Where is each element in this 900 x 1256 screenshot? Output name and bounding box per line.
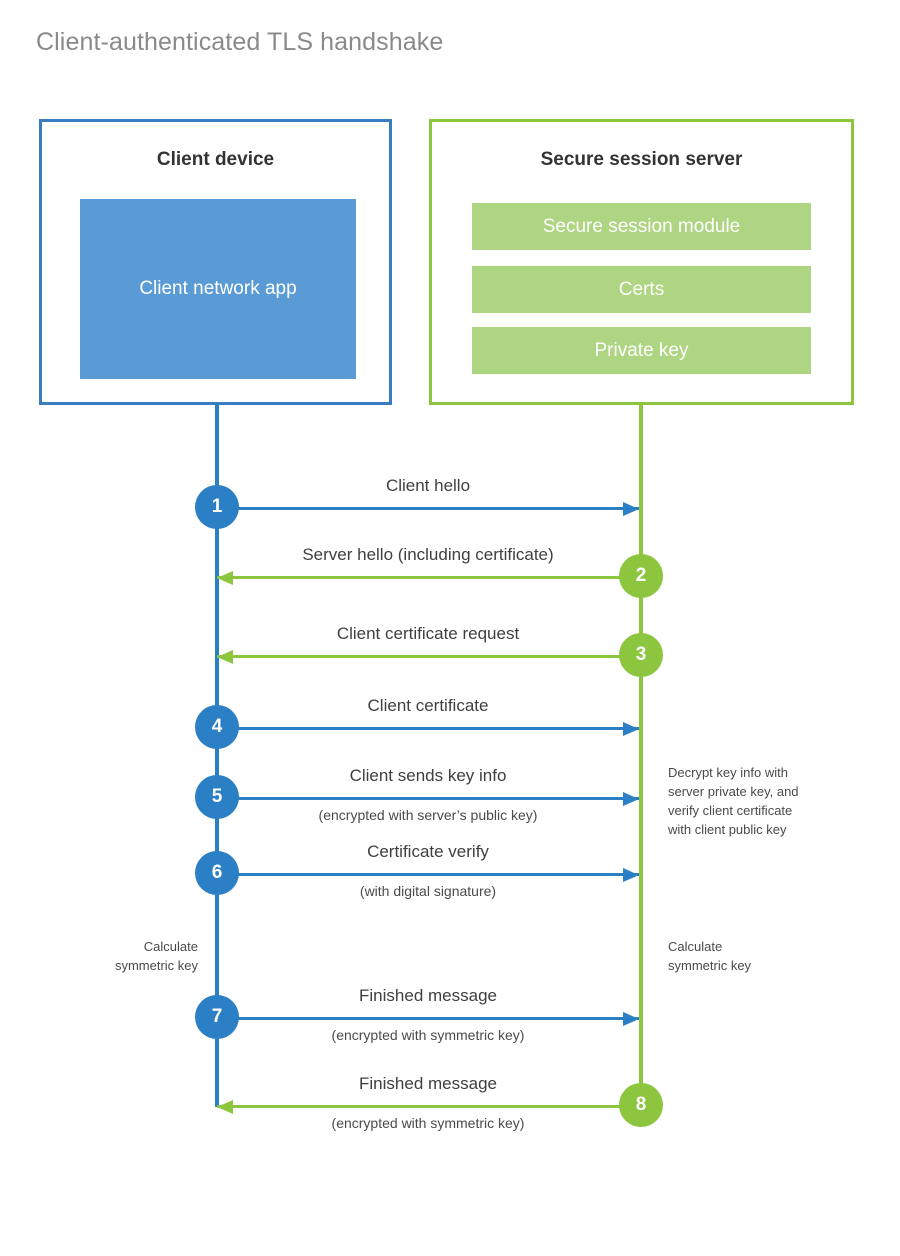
server-item-secure-session-module: Secure session module [472,203,811,250]
message-5-sublabel: (encrypted with server’s public key) [318,807,538,823]
arrowhead-left-icon [217,1100,233,1114]
server-item-certs: Certs [472,266,811,313]
arrowhead-right-icon [623,1012,639,1026]
secure-session-server-box: Secure session server Secure session mod… [429,119,854,405]
message-3-label: Client certificate request [336,624,520,643]
step-circle-8: 8 [619,1083,663,1127]
step-circle-4: 4 [195,705,239,749]
message-5-arrow [217,797,639,800]
message-3-arrow [217,655,639,658]
message-4-arrow [217,727,639,730]
step-circle-5: 5 [195,775,239,819]
annotation-client-calculate: Calculate symmetric key [114,939,198,973]
message-7-label: Finished message [359,986,497,1005]
arrowhead-right-icon [623,722,639,736]
client-network-app-block: Client network app [80,199,356,379]
server-lifeline [639,404,643,1106]
step-circle-6: 6 [195,851,239,895]
server-item-private-key: Private key [472,327,811,374]
message-2-label: Server hello (including certificate) [302,545,554,564]
message-8-label: Finished message [359,1074,497,1093]
message-6-arrow [217,873,639,876]
arrowhead-right-icon [623,792,639,806]
step-circle-7: 7 [195,995,239,1039]
arrowhead-right-icon [623,868,639,882]
message-7-sublabel: (encrypted with symmetric key) [331,1027,525,1043]
message-7-arrow [217,1017,639,1020]
message-5-label: Client sends key info [349,766,507,785]
arrowhead-right-icon [623,502,639,516]
page-title: Client-authenticated TLS handshake [36,28,444,56]
message-6-label: Certificate verify [367,842,489,861]
arrowhead-left-icon [217,650,233,664]
message-1-label: Client hello [385,476,471,495]
arrowhead-left-icon [217,571,233,585]
client-lifeline [215,404,219,1107]
message-6-sublabel: (with digital signature) [359,883,497,899]
secure-session-server-title: Secure session server [540,149,743,170]
message-2-arrow [217,576,639,579]
step-circle-2: 2 [619,554,663,598]
client-device-box: Client device Client network app [39,119,392,405]
message-4-label: Client certificate [367,696,489,715]
message-1-arrow [217,507,639,510]
step-circle-1: 1 [195,485,239,529]
message-8-arrow [217,1105,639,1108]
annotation-server-calculate: Calculate symmetric key [668,939,752,973]
client-device-title: Client device [156,149,275,170]
step-circle-3: 3 [619,633,663,677]
annotation-server-decrypt: Decrypt key info with server private key… [668,765,799,837]
message-8-sublabel: (encrypted with symmetric key) [331,1115,525,1131]
